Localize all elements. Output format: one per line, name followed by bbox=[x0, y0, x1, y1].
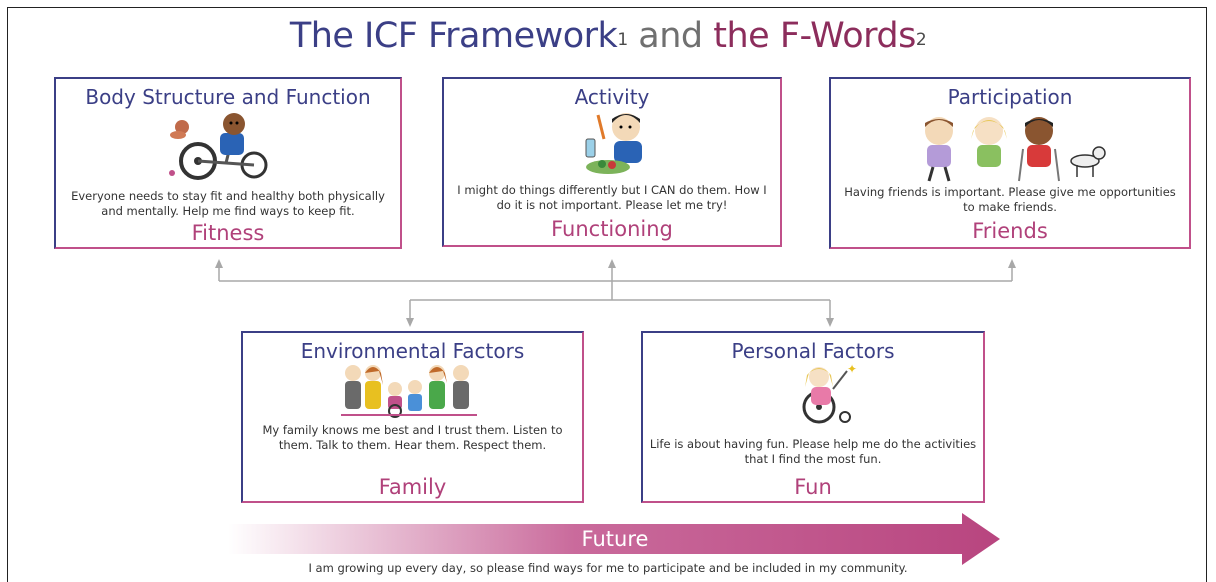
diagram-frame bbox=[7, 7, 1207, 582]
box-body-fword: Fitness bbox=[191, 221, 265, 245]
box-personal-text: Life is about having fun. Please help me… bbox=[649, 437, 977, 466]
box-personal-heading: Personal Factors bbox=[731, 339, 895, 363]
adaptive-bike-illustration bbox=[169, 113, 268, 180]
future-arrow bbox=[228, 513, 1000, 565]
box-activity-fword: Functioning bbox=[551, 217, 673, 241]
wheelchair-child-illustration: ✦ bbox=[802, 363, 857, 424]
box-environmental-factors: Environmental Factors My family knows me… bbox=[241, 331, 584, 503]
box-participation-text: Having friends is important. Please give… bbox=[844, 185, 1176, 214]
title-fwords: the F-Words bbox=[713, 16, 916, 56]
eating-child-illustration bbox=[585, 113, 642, 174]
friends-illustration bbox=[925, 117, 1106, 182]
box-participation: Participation Having friends is importan… bbox=[829, 77, 1191, 249]
future-caption: I am growing up every day, so please fin… bbox=[308, 561, 908, 575]
box-environmental-fword: Family bbox=[378, 475, 447, 499]
box-activity-heading: Activity bbox=[574, 85, 650, 109]
box-body-heading: Body Structure and Function bbox=[85, 85, 371, 109]
box-personal-fword: Fun bbox=[794, 475, 832, 499]
arrowhead-personal bbox=[826, 318, 834, 327]
arrowhead-environmental bbox=[406, 318, 414, 327]
title-footnote-2: 2 bbox=[915, 30, 927, 50]
box-participation-heading: Participation bbox=[947, 85, 1073, 109]
box-activity-text: I might do things differently but I CAN … bbox=[457, 183, 767, 212]
box-body-structure: Body Structure and Function Everyone nee… bbox=[54, 77, 402, 249]
box-participation-fword: Friends bbox=[972, 219, 1048, 243]
box-activity: Activity I might do things differently b… bbox=[442, 77, 782, 247]
box-body-text: Everyone needs to stay fit and healthy b… bbox=[71, 189, 385, 218]
family-illustration bbox=[341, 365, 477, 418]
title-and: and bbox=[627, 16, 714, 56]
future-label: Future bbox=[581, 527, 649, 551]
page-title: The ICF Framework1 and the F-Words2 bbox=[0, 16, 1216, 56]
title-footnote-1: 1 bbox=[617, 30, 628, 50]
box-environmental-text: My family knows me best and I trust them… bbox=[262, 423, 563, 452]
box-environmental-heading: Environmental Factors bbox=[300, 339, 525, 363]
title-icf: The ICF Framework bbox=[289, 16, 618, 56]
arrowhead-participation bbox=[1008, 259, 1016, 268]
arrowhead-body bbox=[215, 259, 223, 268]
box-personal-factors: Personal Factors ✦ Life is about having … bbox=[641, 331, 985, 503]
arrowhead-activity bbox=[608, 259, 616, 268]
svg-text:✦: ✦ bbox=[847, 363, 857, 376]
